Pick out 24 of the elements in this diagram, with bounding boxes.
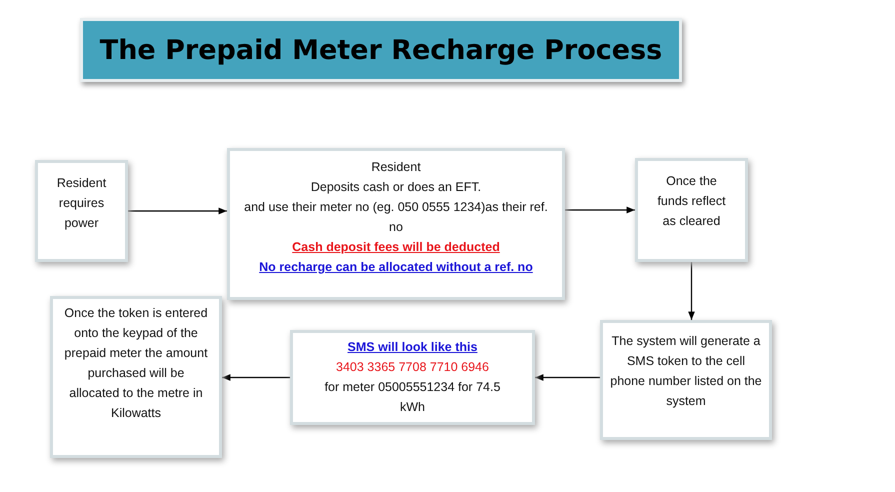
step-text: SMS will look like this — [348, 339, 478, 356]
step-text: Once the funds reflect as cleared — [656, 173, 727, 230]
arrow — [128, 208, 227, 214]
process-box — [635, 158, 748, 262]
process-box — [290, 330, 535, 425]
step-text: Deposits cash or does an EFT. — [310, 179, 482, 196]
step-text: Resident requires power — [56, 175, 108, 232]
process-box — [227, 148, 565, 300]
step-text: Resident — [371, 159, 421, 176]
step-text: Cash deposit fees will be deducted — [292, 239, 500, 256]
process-box — [35, 160, 128, 262]
step-text: No recharge can be allocated without a ref. no — [259, 259, 533, 276]
step-text: Once the token is entered onto the keypad of the prepaid meter the amount purchased will be allocated to the metre in Kilowatts — [63, 305, 209, 422]
arrow — [565, 206, 635, 214]
arrow — [688, 262, 695, 320]
arrow — [535, 374, 600, 381]
step-text: The system will generate a SMS token to the cell phone number listed on the system — [609, 333, 763, 410]
step-text: and use their meter no (eg. 050 0555 1234)as their ref. no — [243, 199, 549, 236]
step-text: 3403 3365 7708 7710 6946 — [336, 359, 489, 376]
arrow — [222, 374, 290, 381]
process-box — [50, 296, 222, 458]
title-banner: The Prepaid Meter Recharge Process — [80, 18, 682, 82]
process-box — [600, 320, 772, 440]
step-text: for meter 05005551234 for 74.5 kWh — [324, 379, 502, 416]
